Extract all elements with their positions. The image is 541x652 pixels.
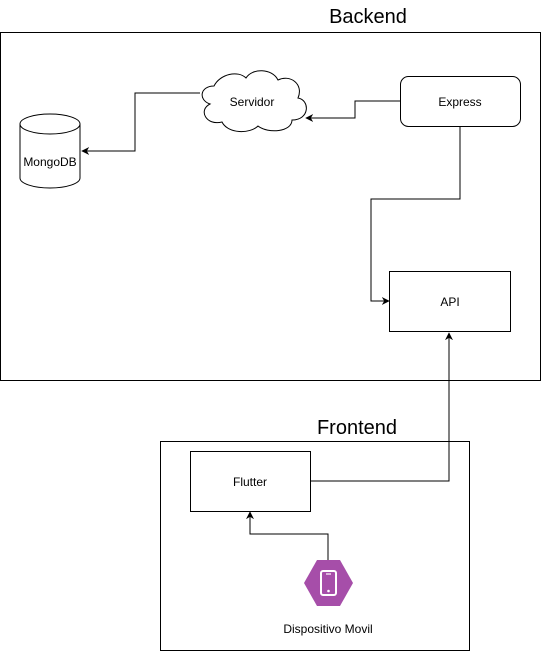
cylinder-top-rim bbox=[19, 123, 81, 135]
express-label: Express bbox=[438, 95, 481, 109]
api-label: API bbox=[440, 295, 459, 309]
servidor-label: Servidor bbox=[230, 95, 275, 109]
express-box bbox=[400, 76, 521, 127]
cloud-icon bbox=[201, 70, 307, 132]
phone-button bbox=[327, 589, 330, 593]
api-box bbox=[389, 271, 511, 332]
frontend-group: Frontend bbox=[160, 417, 470, 651]
flutter-box bbox=[190, 451, 311, 512]
frontend-container bbox=[160, 441, 470, 651]
node-mongodb[interactable]: MongoDB bbox=[19, 113, 81, 189]
node-servidor[interactable]: Servidor bbox=[201, 70, 307, 132]
mobile-phone-icon bbox=[304, 560, 353, 606]
node-dispositivo[interactable]: Dispositivo Movil bbox=[283, 560, 373, 636]
frontend-title: Frontend bbox=[317, 417, 397, 439]
edge-express-to-api bbox=[370, 127, 461, 305]
edge-flutter-to-api bbox=[310, 332, 453, 482]
edge-express-to-servidor bbox=[305, 100, 400, 122]
dispositivo-label: Dispositivo Movil bbox=[283, 622, 372, 636]
edge-dispositivo-to-flutter bbox=[246, 511, 329, 560]
edges bbox=[81, 92, 461, 560]
node-api[interactable]: API bbox=[389, 271, 511, 332]
database-cylinder-icon bbox=[19, 113, 81, 189]
backend-title: Backend bbox=[329, 6, 407, 28]
node-express[interactable]: Express bbox=[400, 76, 521, 127]
flutter-label: Flutter bbox=[233, 475, 267, 489]
phone-body bbox=[320, 570, 337, 596]
node-flutter[interactable]: Flutter bbox=[190, 451, 311, 512]
mongodb-label: MongoDB bbox=[23, 155, 76, 169]
edge-servidor-to-mongodb bbox=[81, 92, 200, 155]
